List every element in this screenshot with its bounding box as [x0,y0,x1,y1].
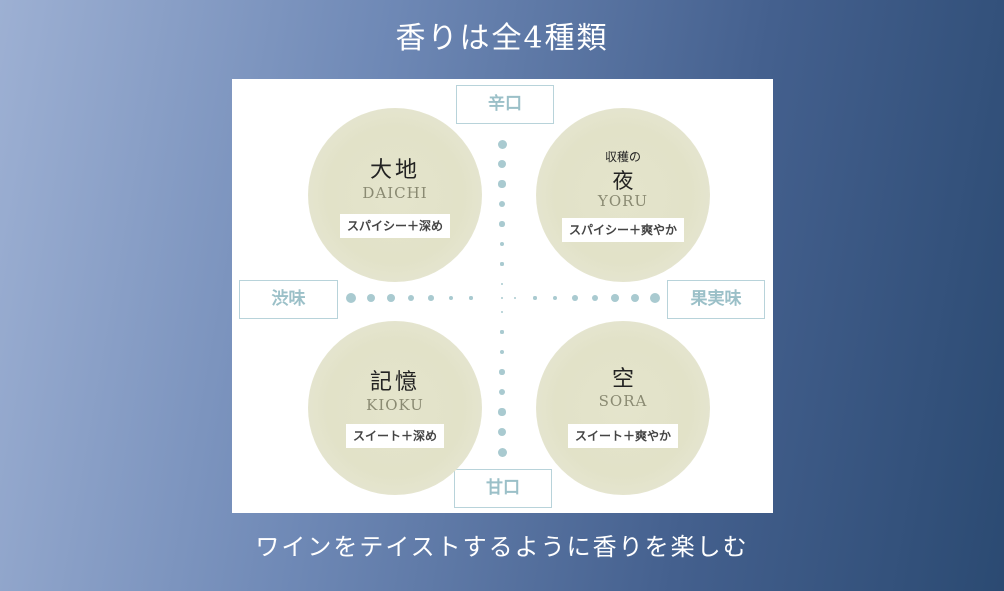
aroma-map: 辛口 甘口 渋味 果実味 大地 DAICHI スパイシー＋深め 収穫の 夜 YO… [232,79,773,513]
axis-dot [448,295,454,301]
wine-sora: 空 SORA スイート＋爽やか [536,321,710,495]
axis-dot [498,388,506,396]
axis-dot [513,296,517,300]
axis-dot [497,427,507,437]
axis-label-right: 果実味 [667,280,765,319]
axis-dot [469,296,473,300]
axis-dot [498,408,506,416]
axis-label-bottom: 甘口 [454,469,552,508]
page-title: 香りは全4種類 [395,21,609,56]
wine-prefix: 収穫の [604,150,641,164]
axis-dot [500,310,504,314]
axis-dot [500,262,504,266]
axis-dot [499,221,505,227]
axis-dot [498,180,506,188]
wine-tag: スパイシー＋爽やか [561,218,685,242]
axis-label-top: 辛口 [456,85,554,124]
wine-tag: スイート＋深め [345,424,445,448]
wine-kioku: 記憶 KIOKU スイート＋深め [308,321,482,495]
wine-roman-name: KIOKU [366,396,424,414]
wine-name: 大地 [369,158,420,183]
axis-dot [611,294,619,302]
wine-name: 記憶 [369,370,420,395]
wine-roman-name: YORU [597,192,649,210]
axis-dot [407,294,415,302]
axis-dot [497,139,507,149]
wine-yoru: 収穫の 夜 YORU スパイシー＋爽やか [536,108,710,282]
axis-dot [366,293,376,303]
axis-dot [498,200,506,208]
wine-tag: スパイシー＋深め [339,214,451,238]
axis-dot [591,294,599,302]
tagline: ワインをテイストするように香りを楽しむ [255,533,749,561]
axis-dot [346,293,356,303]
axis-label-left: 渋味 [239,280,338,319]
axis-dot [497,159,507,169]
wine-roman-name: SORA [598,392,648,410]
axis-dot [428,295,434,301]
axis-dot [500,296,504,300]
axis-dot [499,369,505,375]
wine-name: 夜 [612,169,634,193]
axis-dot [387,294,395,302]
axis-dot [499,241,505,247]
axis-dot [572,295,578,301]
axis-dot [650,293,660,303]
axis-dot [533,296,537,300]
axis-dot [500,282,504,286]
wine-name: 空 [611,367,634,392]
wine-roman-name: DAICHI [362,184,428,202]
wine-tag: スイート＋爽やか [567,424,679,448]
axis-dot [500,330,504,334]
axis-dot [552,295,558,301]
axis-dot [497,447,507,457]
axis-dot [499,349,505,355]
wine-daichi: 大地 DAICHI スパイシー＋深め [308,108,482,282]
axis-dot [630,293,640,303]
